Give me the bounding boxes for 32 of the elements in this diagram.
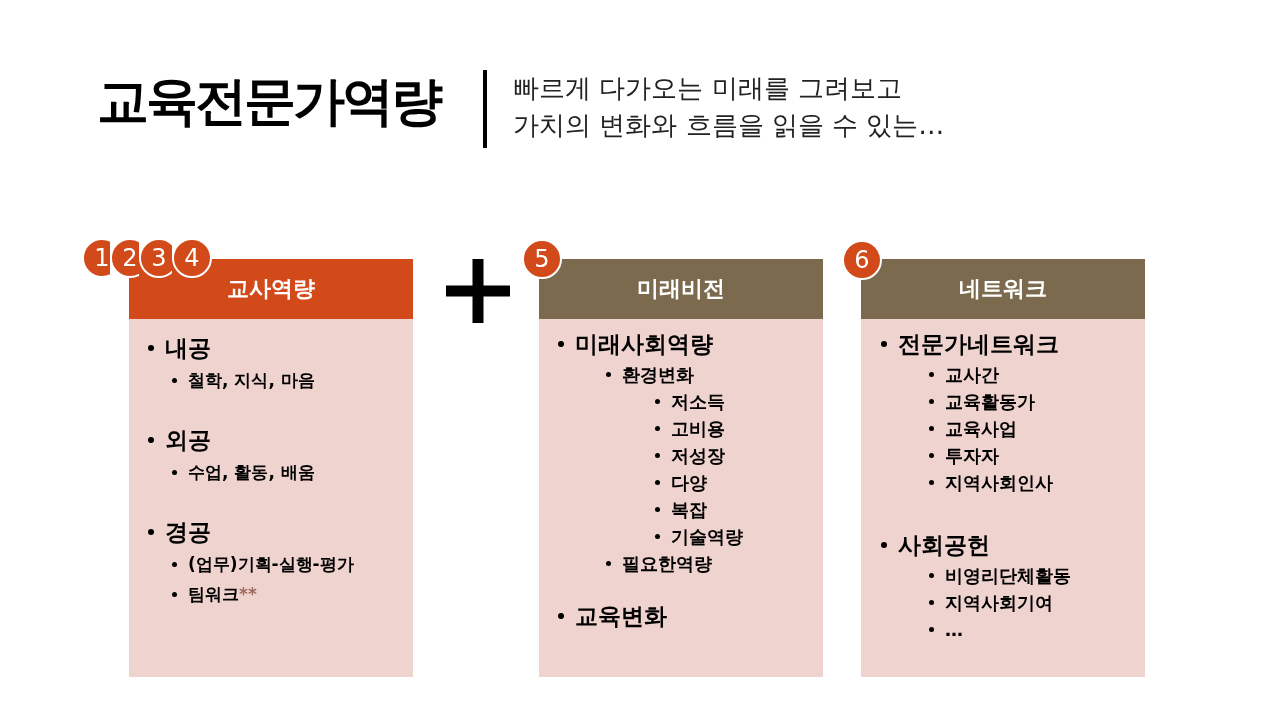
bullet-text: 고비용 — [671, 417, 725, 441]
bullet-text: 다양 — [671, 471, 707, 495]
number-badge: 4 — [172, 238, 212, 278]
bullet-text: 교육활동가 — [945, 390, 1035, 414]
bullet-text: 철학, 지식, 마음 — [188, 369, 315, 392]
bullet-heading: 경공 — [165, 518, 211, 547]
bullet-text: (업무)기획-실행-평가 — [188, 553, 354, 576]
bullet-text: 교육사업 — [945, 417, 1017, 441]
bullet-text: 지역사회기여 — [945, 591, 1053, 615]
slide-title: 교육전문가역량 — [97, 70, 440, 133]
subtitle-text: 빠르게 다가오는 미래를 그려보고 가치의 변화와 흐름을 읽을 수 있는… — [513, 72, 945, 142]
number-badge: 3 — [139, 238, 172, 278]
bullet-text: 팀워크** — [188, 583, 257, 606]
bullet-text: 지역사회인사 — [945, 471, 1053, 495]
bullet-text: 비영리단체활동 — [945, 564, 1071, 588]
bullet-heading: 미래사회역량 — [575, 330, 713, 359]
bullet-text: 저소득 — [671, 390, 725, 414]
number-badge: 1 — [82, 238, 110, 278]
bullet-heading: 내공 — [165, 334, 211, 363]
bullet-heading: 외공 — [165, 426, 211, 455]
bullet-text: 교사간 — [945, 363, 999, 387]
bullet-text: 필요한역량 — [622, 552, 712, 576]
bullet-text: 투자자 — [945, 444, 999, 468]
bullet-heading: 전문가네트워크 — [898, 330, 1059, 359]
bullet-text: 환경변화 — [622, 363, 694, 387]
bullet-text: 복잡 — [671, 498, 707, 522]
bullet-heading: 사회공헌 — [898, 531, 990, 560]
bullet-heading: 교육변화 — [575, 602, 667, 631]
bullet-text: 기술역량 — [671, 525, 743, 549]
bullet-text: 수업, 활동, 배움 — [188, 461, 315, 484]
bullet-text: 저성장 — [671, 444, 725, 468]
bullet-text: … — [945, 618, 963, 642]
